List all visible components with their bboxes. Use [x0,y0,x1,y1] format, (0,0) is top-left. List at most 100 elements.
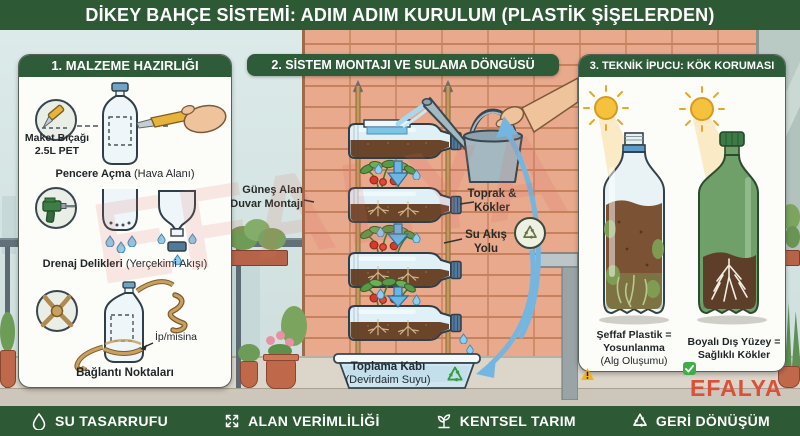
railing-baluster [236,247,241,388]
footer-item-urban-farming: KENTSEL TARIM [435,412,576,430]
inverted-bottle-cap [157,190,197,265]
left-plant [0,312,15,352]
flower [266,336,275,345]
wall-mount-label-line2: Duvar Montajı [230,198,303,210]
footer-label: KENTSEL TARIM [459,413,576,429]
materials-illustration [35,82,227,372]
soil-roots-label-line2: Kökler [474,202,510,214]
algae-caption-line2: Yosunlanma [603,342,665,354]
water-flow-label: Su Akış Yolu [458,228,514,256]
algae-warning-caption: Şeffaf Plastik = Yosunlanma (Alg Oluşumu… [581,329,687,380]
drip [466,344,474,354]
leader-arrowhead [140,344,147,351]
drill-icon [35,187,77,229]
collection-tray [333,353,481,389]
expand-arrows-icon [225,414,239,428]
flower-pot [266,360,296,389]
wall-mount-label-line1: Güneş Alan [242,184,303,196]
right-leaves [785,226,800,248]
soil-roots-label: Toprak & Kökler [462,187,522,215]
panel3-header-label: 3. TEKNİK İPUCU: KÖK KORUMASI [589,60,775,72]
recycle-badge-icon [514,217,546,249]
rope-label-text: İp/misina [154,331,197,343]
panel1-header-label: 1. MALZEME HAZIRLIĞI [51,58,199,73]
step3-caption: Bağlantı Noktaları [19,367,231,379]
footer-item-space-efficiency: ALAN VERİMLİLİĞİ [223,412,380,430]
sun-icon [583,85,629,131]
footer-label: GERİ DÖNÜŞÜM [655,413,770,429]
shadow [599,315,669,325]
window-sill [537,252,578,268]
flower [276,331,285,340]
root-protection-illustration [583,85,767,325]
footer-item-water-saving: SU TASARRUFU [30,412,168,430]
healthy-caption-line2-text: Sağlıklı Kökler [697,349,771,361]
water-flow-label-line2: Yolu [473,243,499,255]
recycle-icon [633,413,647,428]
sun-icon [679,86,725,132]
bottle-row-4 [348,276,462,341]
rope-label: İp/misina [141,331,211,343]
healthy-caption-line1: Boyalı Dış Yüzey = [687,336,781,348]
footer-label: SU TASARRUFU [55,413,169,429]
knot-icon [36,290,78,332]
panel1-card: 1. MALZEME HAZIRLIĞI [18,54,232,388]
knife-material-label: Maket Bıçağı 2.5L PET [19,132,95,157]
leader-line [443,238,463,244]
left-pot [0,350,16,388]
water-flow-arrows [374,160,421,308]
cutting-hand [136,104,227,134]
footer-bar: SU TASARRUFU ALAN VERİMLİLİĞİ [0,406,800,436]
leader-line [459,201,475,205]
footer-label: ALAN VERİMLİLİĞİ [248,413,380,429]
algae-caption-line3-text: (Alg Oluşumu) [600,355,668,367]
clear-bottle-algae [603,132,665,315]
assembly-illustration [303,77,578,400]
small-plant [238,344,260,362]
step3-caption-bold: Bağlantı Noktaları [76,367,174,379]
panel3-header: 3. TEKNİK İPUCU: KÖK KORUMASI [579,55,785,77]
check-icon [683,362,696,375]
tray-label-line1: Toplama Kabı [350,361,426,373]
bottle-row-2 [348,158,462,223]
panel3-card: 3. TEKNİK İPUCU: KÖK KORUMASI [578,54,786,380]
step1-caption: Pencere Açma (Hava Alanı) [19,168,231,180]
window-frame [561,266,578,400]
panel1-header: 1. MALZEME HAZIRLIĞI [19,55,231,77]
poster-title-bar: DİKEY BAHÇE SİSTEMİ: ADIM ADIM KURULUM (… [0,0,800,30]
sprout-icon [437,414,450,429]
drainage-holes-bottle [102,189,138,253]
knife-material-label-line2: 2.5L PET [34,144,80,157]
footer-item-recycling: GERİ DÖNÜŞÜM [631,412,770,430]
panel2-header: 2. SİSTEM MONTAJI VE SULAMA DÖNGÜSÜ [247,54,559,76]
tray-label: Toplama Kabı (Devirdaim Suyu) [332,361,444,387]
shadow [697,315,767,325]
rope-tied-bottle [74,279,175,372]
healthy-caption-line2: Sağlıklı Kökler [683,349,785,375]
water-drop-icon [32,412,46,430]
step2-caption: Drenaj Delikleri (Yerçekimi Akışı) [19,258,231,270]
tray-label-line2: (Devirdaim Suyu) [345,374,431,386]
bush [258,228,286,250]
leader-line [303,199,315,203]
panel2-header-label: 2. SİSTEM MONTAJI VE SULAMA DÖNGÜSÜ [271,58,535,72]
algae-caption-line3: (Alg Oluşumu) [581,355,687,380]
flower [285,338,294,347]
step2-caption-bold: Drenaj Delikleri [42,258,123,270]
warning-icon [581,368,594,380]
utility-knife-icon [35,99,77,141]
drip [459,333,468,344]
step1-caption-rest: (Hava Alanı) [130,168,195,180]
knife-material-label-line1: Maket Bıçağı [24,132,90,144]
step1-caption-bold: Pencere Açma [55,168,131,180]
water-flow-label-line1: Su Akış [465,229,507,241]
step2-caption-rest: (Yerçekimi Akışı) [122,258,208,270]
soil-roots-label-line1: Toprak & [467,188,517,200]
painted-bottle-healthy [698,131,759,315]
bottle-window-cut [77,82,169,165]
algae-caption-line1: Şeffaf Plastik = [596,329,672,341]
knot-figure [167,292,188,334]
wall-mount-label: Güneş Alan Duvar Montajı [229,183,303,211]
poster-title: DİKEY BAHÇE SİSTEMİ: ADIM ADIM KURULUM (… [85,5,715,25]
